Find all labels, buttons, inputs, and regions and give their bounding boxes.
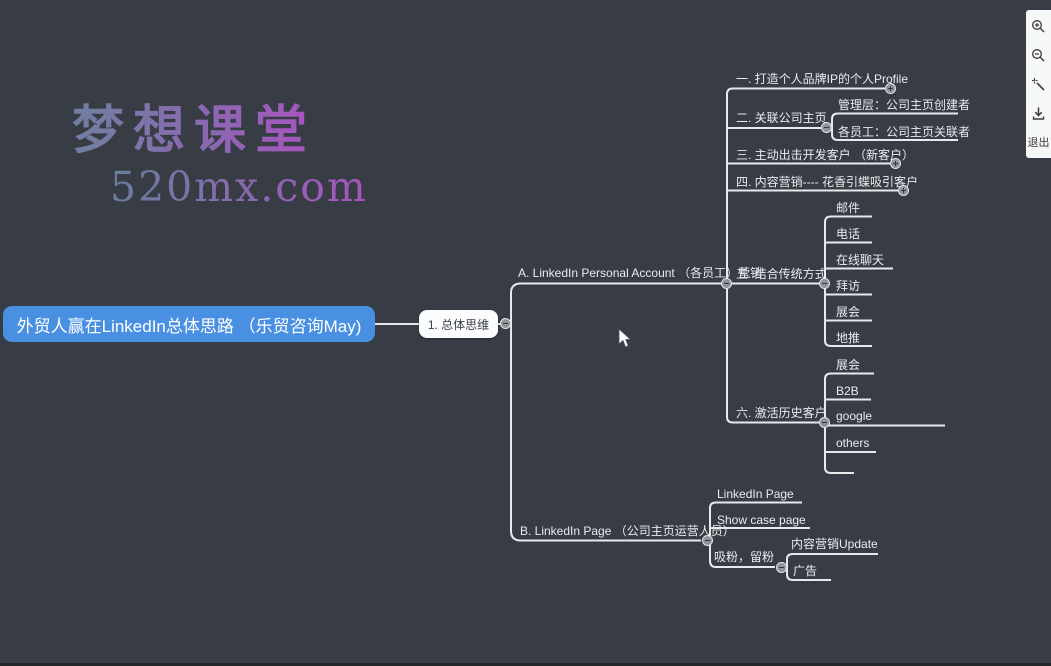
- side-toolbar: 退出: [1026, 10, 1051, 158]
- collapse-toggle-b[interactable]: [702, 535, 713, 546]
- mouse-cursor: [618, 328, 632, 348]
- node-branch-b[interactable]: B. LinkedIn Page （公司主页运营人员）: [520, 524, 735, 538]
- node-a5-6[interactable]: 地推: [836, 331, 861, 345]
- node-a6-3[interactable]: google: [836, 409, 873, 423]
- zoom-in-icon: [1032, 20, 1045, 33]
- exit-button[interactable]: 退出: [1027, 137, 1050, 149]
- node-b3[interactable]: 吸粉，留粉: [714, 550, 775, 564]
- node-a1[interactable]: 一. 打造个人品牌IP的个人Profile: [736, 72, 909, 86]
- expand-toggle-a4[interactable]: [898, 185, 909, 196]
- node-a6[interactable]: 六. 激活历史客户: [736, 406, 827, 420]
- magic-wand-button[interactable]: [1030, 76, 1047, 93]
- node-a6-1[interactable]: 展会: [836, 358, 861, 372]
- node-a5-2[interactable]: 电话: [836, 227, 861, 241]
- node-a5-4[interactable]: 拜访: [836, 279, 861, 293]
- node-branch-a[interactable]: A. LinkedIn Personal Account （各员工）营销: [518, 266, 763, 280]
- watermark-title: 梦想课堂: [72, 88, 316, 163]
- expand-toggle-a1[interactable]: [885, 83, 896, 94]
- zoom-out-button[interactable]: [1030, 47, 1047, 64]
- node-a5-1[interactable]: 邮件: [836, 201, 861, 215]
- download-button[interactable]: [1030, 105, 1047, 122]
- download-icon: [1032, 107, 1045, 120]
- node-a2-1[interactable]: 管理层：公司主页创建者: [838, 98, 971, 112]
- bottom-edge-bar: [0, 663, 1051, 666]
- collapse-toggle-a5[interactable]: [819, 278, 830, 289]
- node-a6-2[interactable]: B2B: [836, 384, 859, 398]
- node-b3-2[interactable]: 广告: [793, 564, 818, 578]
- node-a6-4[interactable]: others: [836, 436, 870, 450]
- node-a2[interactable]: 二. 关联公司主页: [736, 111, 827, 125]
- zoom-out-icon: [1032, 49, 1045, 62]
- zoom-in-button[interactable]: [1030, 18, 1047, 35]
- collapse-toggle-a6[interactable]: [819, 417, 830, 428]
- node-a2-2[interactable]: 各员工：公司主页关联者: [838, 125, 971, 139]
- node-a5-3[interactable]: 在线聊天: [836, 253, 885, 267]
- collapse-toggle-b3[interactable]: [776, 562, 787, 573]
- node-a5-5[interactable]: 展会: [836, 305, 861, 319]
- node-a5[interactable]: 五. 结合传统方式: [736, 267, 827, 281]
- watermark-url: 520mx.com: [110, 163, 368, 211]
- node-a4[interactable]: 四. 内容营销---- 花香引蝶吸引客户: [736, 175, 918, 189]
- node-b3-1[interactable]: 内容营销Update: [791, 537, 878, 551]
- root-node[interactable]: 外贸人赢在LinkedIn总体思路 （乐贸咨询May): [3, 306, 375, 342]
- collapse-toggle-a2[interactable]: [821, 122, 832, 133]
- node-b1[interactable]: LinkedIn Page: [717, 487, 794, 501]
- magic-wand-icon: [1032, 78, 1045, 91]
- expand-toggle-a3[interactable]: [890, 158, 901, 169]
- main-topic-node[interactable]: 1. 总体思维: [419, 310, 498, 338]
- node-b2[interactable]: Show case page: [717, 513, 806, 527]
- node-a3[interactable]: 三. 主动出击开发客户 （新客户）: [736, 148, 915, 162]
- collapse-toggle-a[interactable]: [721, 278, 732, 289]
- collapse-toggle-main[interactable]: [500, 318, 511, 329]
